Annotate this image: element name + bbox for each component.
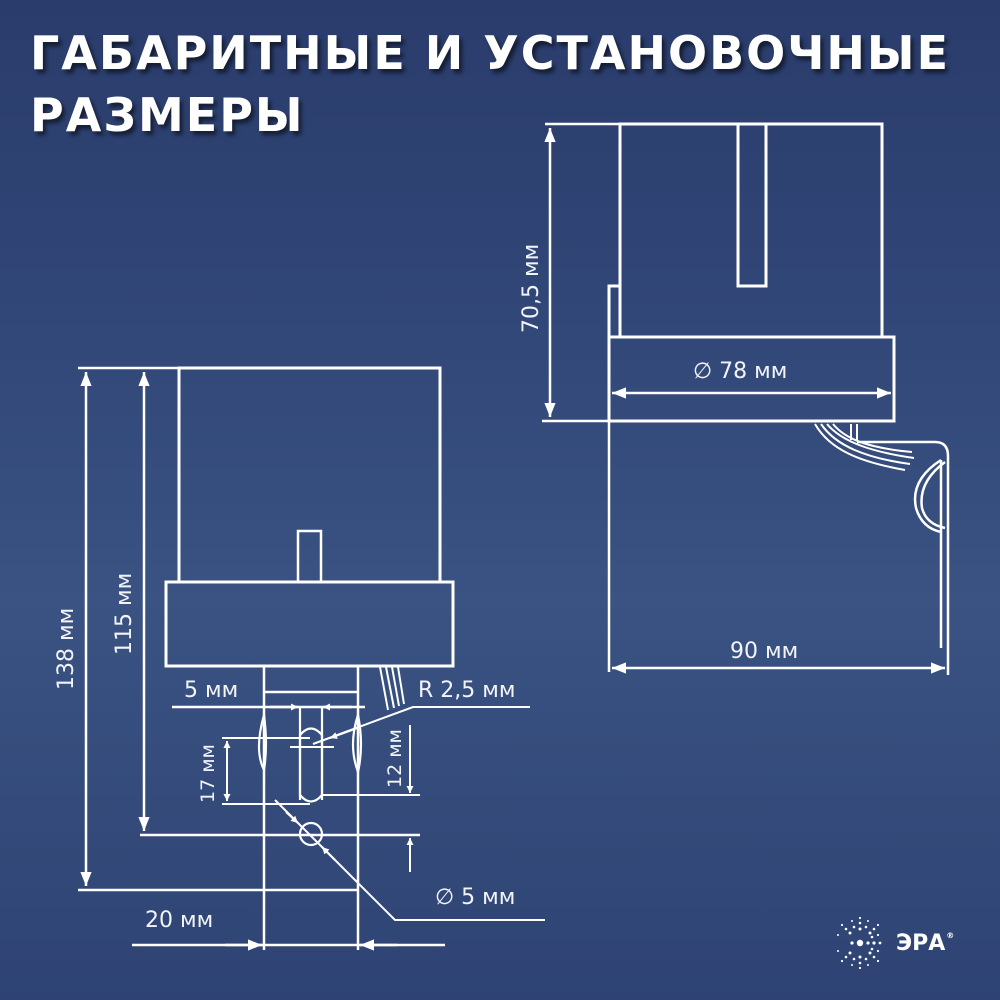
label-hole-diameter-5: ∅ 5 мм xyxy=(435,885,515,910)
dimension-labels: 70,5 мм ∅ 78 мм 90 мм 138 мм 115 мм 5 мм… xyxy=(54,244,798,933)
side-body-outline xyxy=(618,122,884,337)
label-hole-offset-12: 12 мм xyxy=(384,729,406,788)
label-slot-radius: R 2,5 мм xyxy=(418,678,515,703)
label-slot-width-5: 5 мм xyxy=(184,678,238,703)
side-view xyxy=(542,122,950,675)
page-title: ГАБАРИТНЫЕ И УСТАНОВОЧНЫЕ РАЗМЕРЫ xyxy=(30,22,950,146)
label-body-height-115: 115 мм xyxy=(112,573,137,655)
front-view xyxy=(78,366,545,951)
title-line-1: ГАБАРИТНЫЕ И УСТАНОВОЧНЫЕ xyxy=(30,26,951,80)
logo-text: ЭРА® xyxy=(896,930,955,956)
label-height-70-5: 70,5 мм xyxy=(519,244,544,333)
label-slot-length-17: 17 мм xyxy=(197,744,219,803)
era-logo: ЭРА® xyxy=(832,912,982,974)
label-depth-90: 90 мм xyxy=(730,639,798,664)
label-bracket-width-20: 20 мм xyxy=(145,908,213,933)
front-body-outline xyxy=(177,366,442,582)
title-line-2: РАЗМЕРЫ xyxy=(30,88,305,142)
sun-burst-icon xyxy=(837,916,882,970)
mounting-bracket xyxy=(857,440,950,650)
label-diameter-78: ∅ 78 мм xyxy=(693,359,787,384)
front-base-ring xyxy=(164,580,455,668)
label-total-height-138: 138 мм xyxy=(54,608,79,690)
cable-bundle xyxy=(814,423,915,471)
